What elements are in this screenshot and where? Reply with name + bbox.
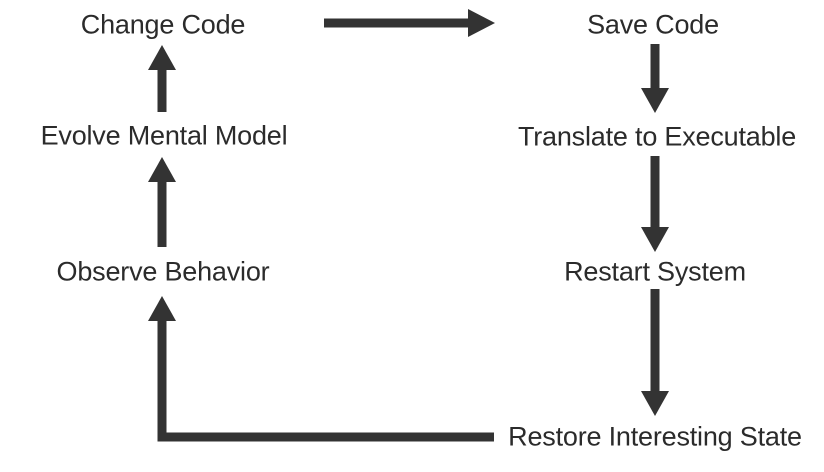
node-observe-behavior[interactable]: Observe Behavior [56, 256, 270, 287]
node-change-code[interactable]: Change Code [80, 9, 246, 40]
edge-restart-to-restore [641, 289, 669, 416]
node-translate-to-executable[interactable]: Translate to Executable [517, 121, 797, 152]
edge-save-code-to-translate [641, 44, 669, 113]
node-restart-system[interactable]: Restart System [564, 256, 746, 287]
edge-evolve-mental-model-to-change-code [148, 45, 176, 112]
edge-restore-to-observe-behavior [148, 296, 494, 442]
edge-change-code-to-save-code [324, 9, 495, 37]
node-save-code[interactable]: Save Code [587, 9, 719, 40]
node-restore-interesting-state[interactable]: Restore Interesting State [508, 421, 802, 452]
edge-translate-to-restart [641, 156, 669, 252]
edge-observe-behavior-to-evolve-mental-model [148, 157, 176, 247]
node-evolve-mental-model[interactable]: Evolve Mental Model [40, 120, 288, 151]
